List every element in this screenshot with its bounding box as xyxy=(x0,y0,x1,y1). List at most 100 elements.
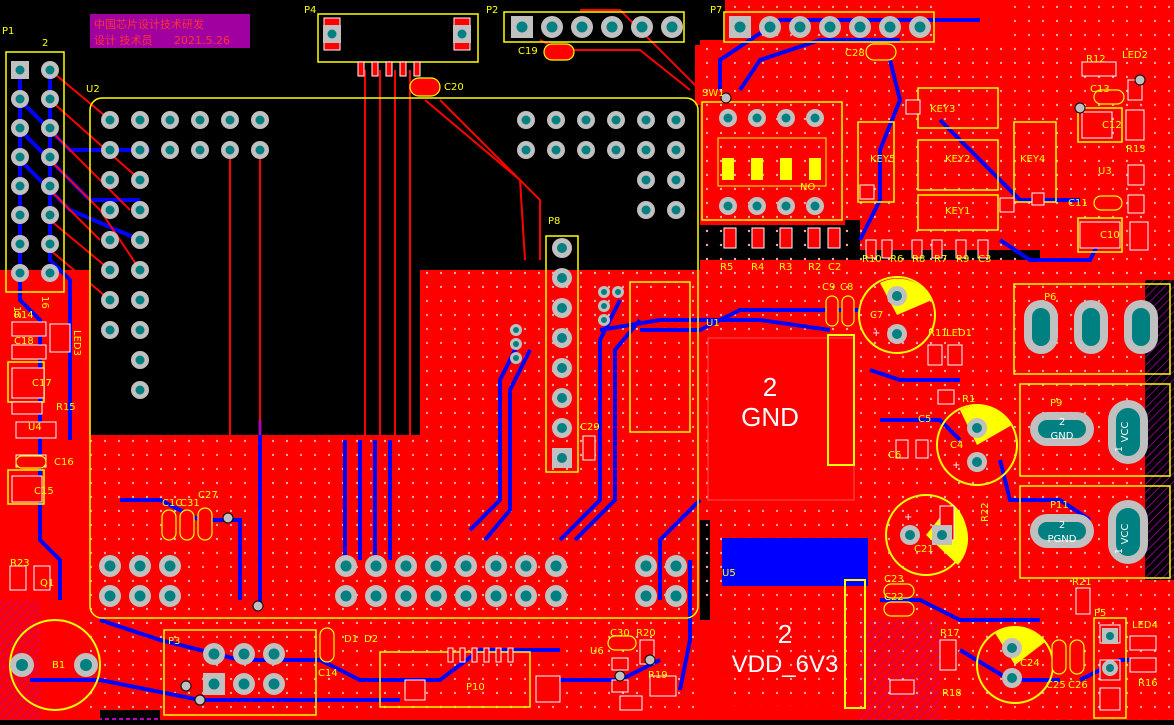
svg-text:R5: R5 xyxy=(720,262,733,273)
th-pad-hole xyxy=(490,560,502,572)
th-pad-hole xyxy=(105,115,115,125)
th-pad-hole xyxy=(135,265,145,275)
svg-text:P9: P9 xyxy=(1050,398,1062,409)
via xyxy=(194,694,206,706)
svg-text:U6: U6 xyxy=(590,646,604,657)
p7-outline xyxy=(723,11,935,43)
p1-outline xyxy=(5,51,65,293)
power-connector-pads xyxy=(1024,300,1158,564)
th-pad-hole xyxy=(671,115,681,125)
th-pad-hole xyxy=(824,21,836,33)
svg-text:R21: R21 xyxy=(1072,577,1092,588)
gnd-pad-number: 2 xyxy=(763,372,777,402)
th-pad-hole xyxy=(135,385,145,395)
th-pad-hole xyxy=(105,175,115,185)
th-pad-hole xyxy=(238,678,250,690)
th-pad-hole xyxy=(557,333,567,343)
th-pad-hole xyxy=(105,235,115,245)
th-pad-hole xyxy=(892,329,902,339)
svg-text:VCC: VCC xyxy=(1120,422,1131,443)
th-pad-hole xyxy=(641,175,651,185)
svg-text:Q1: Q1 xyxy=(40,578,54,589)
via xyxy=(1074,102,1086,114)
th-pad-hole xyxy=(255,145,265,155)
th-pad-hole xyxy=(80,659,92,671)
th-pad-hole xyxy=(400,560,412,572)
via xyxy=(222,512,234,524)
svg-text:R2: R2 xyxy=(808,262,821,273)
svg-text:LED2: LED2 xyxy=(1122,50,1148,61)
th-pad-hole xyxy=(15,94,25,104)
th-pad-hole xyxy=(557,393,567,403)
th-pad-hole xyxy=(606,21,618,33)
th-pad-hole xyxy=(1106,632,1114,640)
p8-outline xyxy=(545,235,579,473)
th-pad-hole xyxy=(670,560,682,572)
th-pad-hole xyxy=(972,457,982,467)
th-pad-hole xyxy=(752,113,762,123)
svg-text:D1: D1 xyxy=(344,634,358,645)
pour-dots xyxy=(90,0,1174,720)
th-pad-hole xyxy=(135,115,145,125)
svg-text:C16: C16 xyxy=(54,457,74,468)
svg-text:P6: P6 xyxy=(1044,292,1056,303)
svg-text:C10: C10 xyxy=(1100,230,1120,241)
svg-text:D2: D2 xyxy=(364,634,378,645)
th-pad-hole xyxy=(135,175,145,185)
p9-outline xyxy=(1019,383,1171,477)
via xyxy=(614,670,626,682)
svg-text:C3: C3 xyxy=(978,254,991,265)
vdd-pad-number: 2 xyxy=(778,619,792,649)
th-pad-hole xyxy=(1007,643,1017,653)
svg-text:C30: C30 xyxy=(610,628,630,639)
title-date: 2021.5.26 xyxy=(174,34,230,47)
th-pad-hole xyxy=(15,181,25,191)
th-pad-hole xyxy=(15,65,25,75)
th-pad-hole xyxy=(45,123,55,133)
th-pad-hole xyxy=(208,678,220,690)
th-pad-hole xyxy=(370,560,382,572)
th-pad-hole xyxy=(810,113,820,123)
svg-text:R22: R22 xyxy=(980,502,991,522)
th-pad-hole xyxy=(16,659,28,671)
title-block xyxy=(90,14,250,48)
th-pad-hole xyxy=(165,115,175,125)
svg-text:+: + xyxy=(872,328,880,339)
th-pad-hole xyxy=(457,29,467,39)
switch-no-text: NO xyxy=(800,182,815,193)
th-pad-hole xyxy=(557,423,567,433)
th-pad-hole xyxy=(521,115,531,125)
th-pad-hole xyxy=(164,560,176,572)
th-pad-hole xyxy=(557,303,567,313)
th-pad-hole xyxy=(513,327,519,333)
svg-text:C2: C2 xyxy=(828,262,841,273)
th-pad-hole xyxy=(165,145,175,155)
th-pad-hole xyxy=(641,115,651,125)
th-pad-hole xyxy=(45,210,55,220)
svg-text:PGND: PGND xyxy=(1048,534,1077,545)
th-pad-hole xyxy=(550,560,562,572)
key2-outline xyxy=(917,139,999,191)
svg-text:C21: C21 xyxy=(914,544,934,555)
svg-text:KEY1: KEY1 xyxy=(945,206,970,217)
via xyxy=(180,680,192,692)
th-pad-hole xyxy=(460,560,472,572)
th-pad-hole xyxy=(615,289,621,295)
th-pad-hole xyxy=(640,560,652,572)
gnd-pad xyxy=(707,337,855,501)
th-pad-hole xyxy=(164,590,176,602)
svg-text:P3: P3 xyxy=(168,636,180,647)
svg-text:R11: R11 xyxy=(928,328,948,339)
svg-text:+: + xyxy=(952,460,960,471)
svg-text:C25: C25 xyxy=(1046,680,1066,691)
svg-text:15: 15 xyxy=(11,306,22,319)
key5-outline xyxy=(857,121,895,203)
th-pad-hole xyxy=(937,530,947,540)
svg-text:R7: R7 xyxy=(934,254,947,265)
svg-text:C4: C4 xyxy=(950,440,963,451)
label-P7: P7 xyxy=(710,5,722,16)
th-pad-hole xyxy=(225,145,235,155)
svg-text:C18: C18 xyxy=(14,336,34,347)
th-pad-hole xyxy=(670,590,682,602)
th-pad-hole xyxy=(134,590,146,602)
